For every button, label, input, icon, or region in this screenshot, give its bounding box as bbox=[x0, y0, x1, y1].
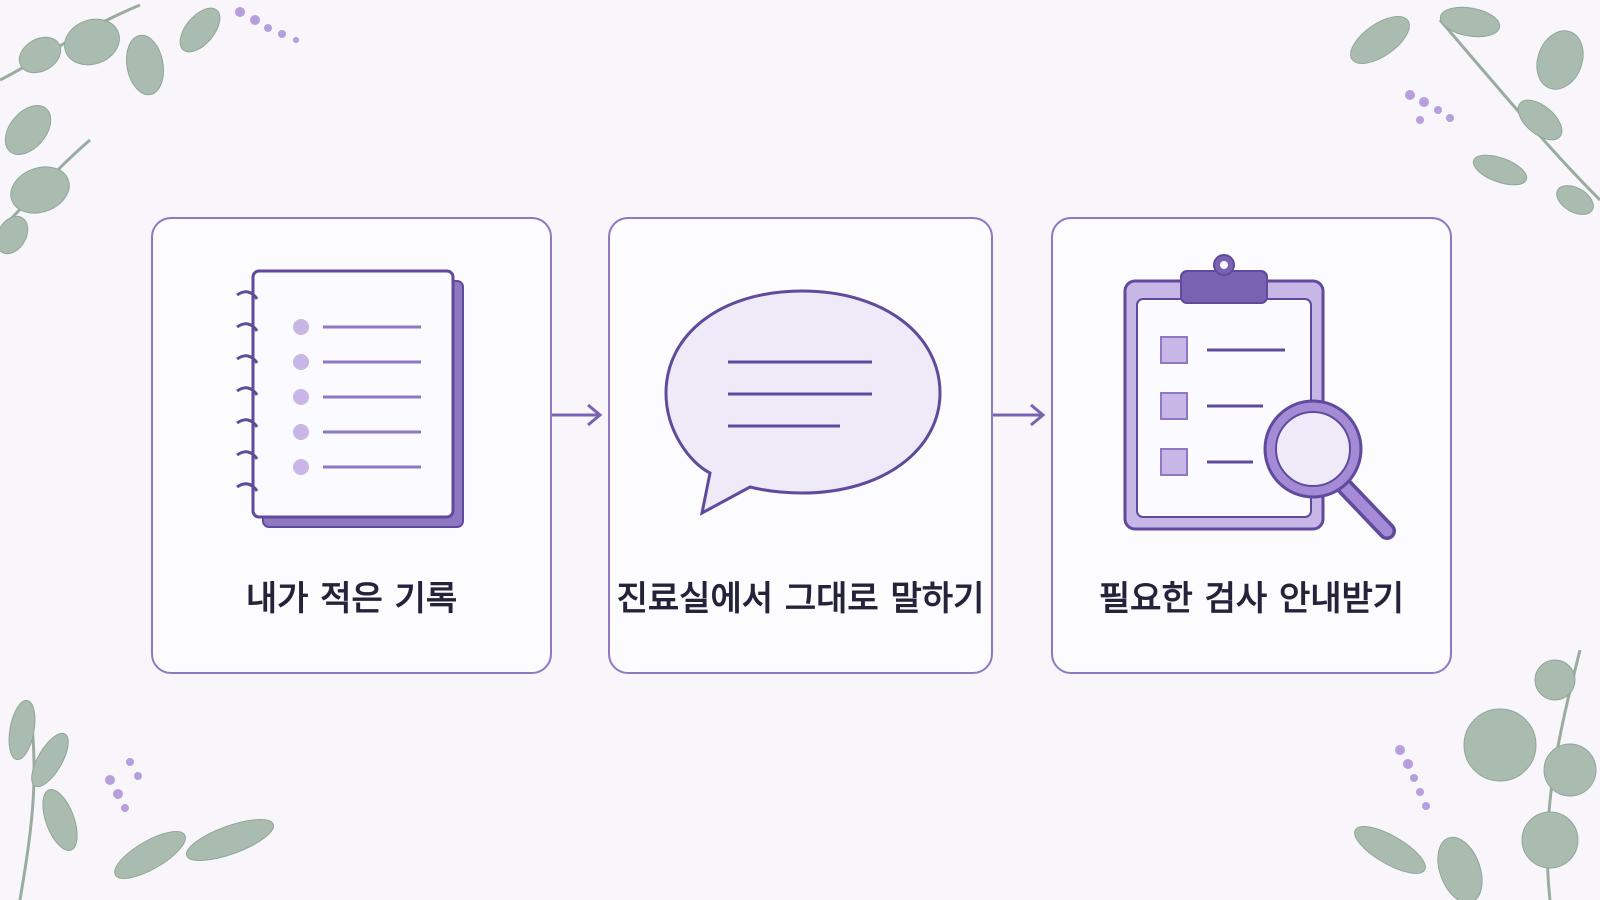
step-card-2: 진료실에서 그대로 말하기 bbox=[608, 217, 993, 674]
step-label-1: 내가 적은 기록 bbox=[245, 579, 458, 619]
speech-bubble-icon bbox=[664, 289, 942, 516]
arrow-right-icon bbox=[993, 403, 1046, 427]
leaf-decoration-top-left-icon bbox=[0, 3, 299, 255]
step-card-3: 필요한 검사 안내받기 bbox=[1051, 217, 1452, 674]
step-label-3: 필요한 검사 안내받기 bbox=[1098, 579, 1405, 619]
clipboard-search-icon bbox=[1123, 254, 1396, 540]
step-label-2: 진료실에서 그대로 말하기 bbox=[616, 579, 985, 619]
step-card-1: 내가 적은 기록 bbox=[151, 217, 552, 674]
notebook-icon bbox=[236, 269, 464, 528]
leaf-decoration-bottom-left-icon bbox=[8, 699, 274, 900]
arrow-right-icon bbox=[552, 403, 603, 427]
leaf-decoration-top-right-icon bbox=[1350, 6, 1600, 215]
leaf-decoration-bottom-right-icon bbox=[1354, 650, 1597, 900]
